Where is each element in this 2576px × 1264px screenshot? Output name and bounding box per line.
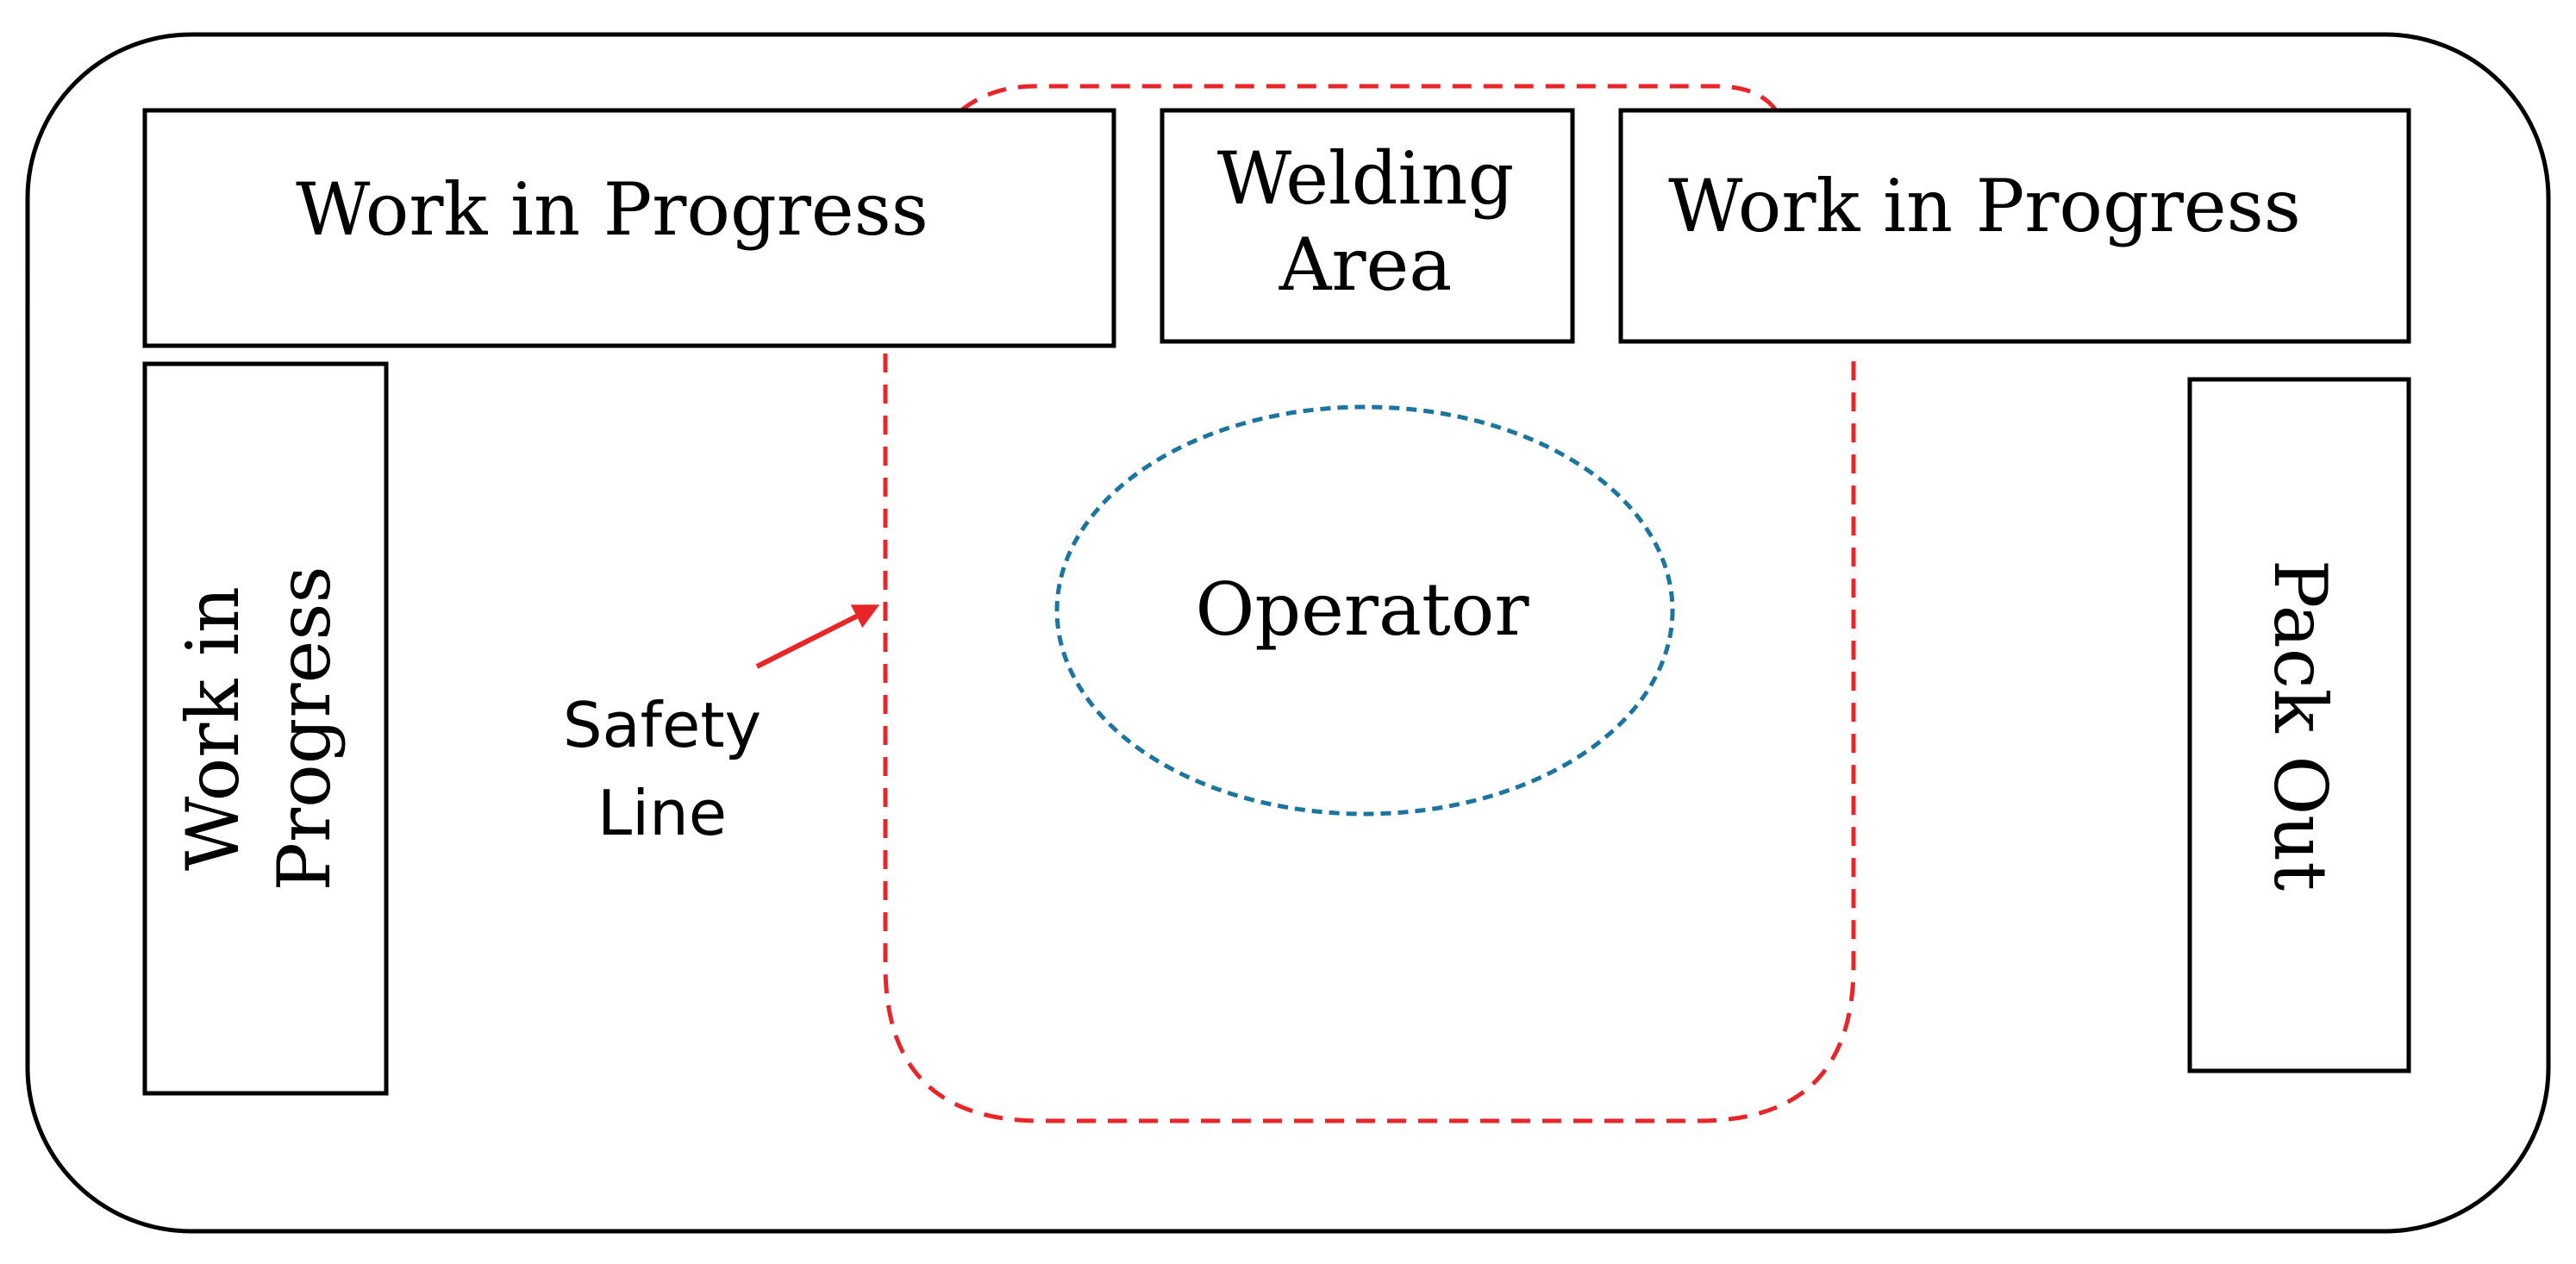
safety-line-label-line1: Safety [563,689,761,761]
safety-line-arrow [755,604,880,669]
wip-left-label-line2: Progress [262,566,347,891]
welding-area-label-line1: Welding [1217,136,1515,221]
wip-top-left-box [142,108,1116,348]
welding-area-label-line2: Area [1279,222,1453,307]
welding-area-box [1160,108,1575,344]
operator-label: Operator [1195,567,1529,652]
wip-top-right-box [1618,108,2411,344]
operator-zone [1054,404,1675,817]
pack-out-box [2187,377,2411,1073]
wip-left-label-line1: Work in [171,586,255,871]
wip-top-left-label: Work in Progress [296,167,928,252]
wip-left-box [142,361,389,1096]
wip-top-right-label: Work in Progress [1668,164,2301,248]
safety-line-label-line2: Line [597,777,727,849]
safety-line [883,354,1856,1123]
pack-out-label: Pack Out [2258,560,2342,891]
safety-line-top-arc [960,84,1779,112]
workcell-boundary [25,32,2551,1234]
